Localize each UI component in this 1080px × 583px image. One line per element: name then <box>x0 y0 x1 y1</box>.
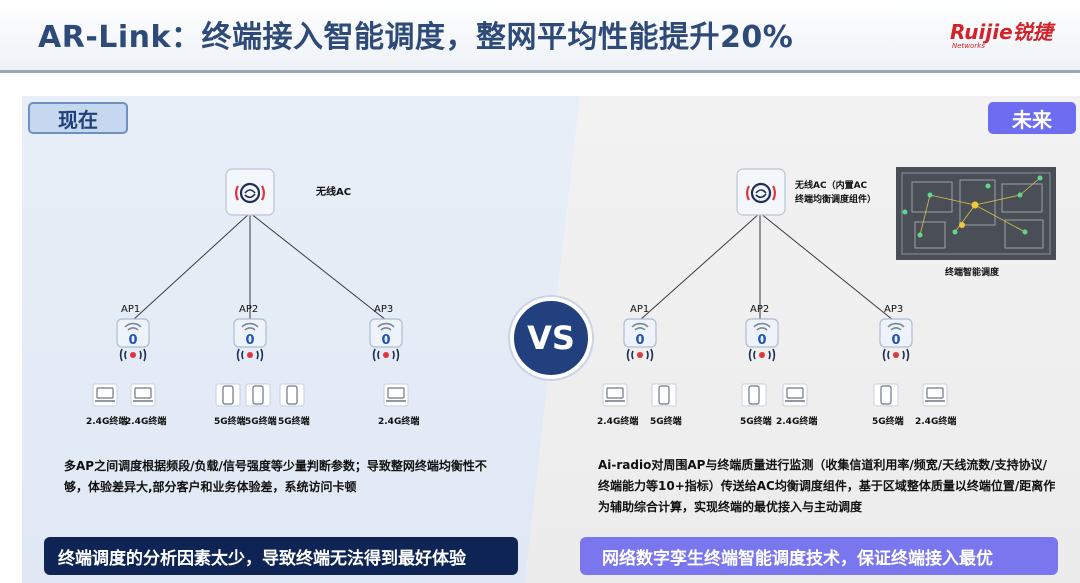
right-ac-label-line2: 终端均衡调度组件） <box>795 195 877 205</box>
right-terminal-2-label: 5G终端 <box>650 417 682 427</box>
right-terminal-5-label: 5G终端 <box>872 417 904 427</box>
right-terminal-1-laptop-icon <box>602 383 628 407</box>
left-description: 多AP之间调度根据频段/负载/信号强度等少量判断参数；导致整网终端均衡性不够，体… <box>64 459 487 494</box>
left-terminal-1-laptop-icon <box>92 383 118 407</box>
right-terminal-2-phone-icon <box>651 383 677 407</box>
floor-map-caption: 终端智能调度 <box>945 268 1000 278</box>
tag-future: 未来 <box>988 102 1076 134</box>
left-ac-label: 无线AC <box>316 187 352 198</box>
right-terminal-5-phone-icon <box>873 383 899 407</box>
left-terminal-6-label: 2.4G终端 <box>378 417 420 427</box>
left-ap1-icon <box>116 318 150 362</box>
logo-text: Ruijie锐捷 <box>950 20 1053 44</box>
left-panel <box>22 96 580 583</box>
right-ap1-label: AP1 <box>630 304 650 315</box>
left-terminal-5-label: 5G终端 <box>278 417 310 427</box>
left-terminal-4-label: 5G终端 <box>245 417 277 427</box>
left-topology-lines <box>132 212 387 321</box>
right-topology-lines <box>639 212 894 321</box>
vs-badge: VS <box>510 297 592 379</box>
right-terminal-3-phone-icon <box>741 383 767 407</box>
left-terminal-4-phone-icon <box>245 383 271 407</box>
left-ap1-label: AP1 <box>121 304 141 315</box>
left-ac-icon <box>224 168 276 216</box>
left-ap2-icon <box>233 318 267 362</box>
right-ac-label: 无线AC（内置AC <box>795 181 868 191</box>
right-ap3-label: AP3 <box>884 304 904 315</box>
left-terminal-1-label: 2.4G终端 <box>86 417 128 427</box>
left-terminal-2-laptop-icon <box>130 383 156 407</box>
right-terminal-6-label: 2.4G终端 <box>915 417 957 427</box>
right-terminal-3-label: 5G终端 <box>740 417 772 427</box>
right-terminal-6-laptop-icon <box>922 383 948 407</box>
left-terminal-6-laptop-icon <box>383 383 409 407</box>
right-ac-icon <box>735 168 787 216</box>
left-terminal-2-label: 2.4G终端 <box>125 417 167 427</box>
right-terminal-1-label: 2.4G终端 <box>597 417 639 427</box>
left-terminal-3-label: 5G终端 <box>214 417 246 427</box>
logo-subtext: Networks <box>952 42 985 50</box>
right-ap3-icon <box>879 318 913 362</box>
left-terminal-5-phone-icon <box>279 383 305 407</box>
header <box>0 0 1080 70</box>
right-ap1-icon <box>623 318 657 362</box>
right-terminal-4-laptop-icon <box>782 383 808 407</box>
left-terminal-3-phone-icon <box>215 383 241 407</box>
ruijie-logo: Ruijie锐捷 Networks <box>950 22 1076 52</box>
page-title: AR-Link：终端接入智能调度，整网平均性能提升20% <box>38 20 794 55</box>
right-description: Ai-radio对周围AP与终端质量进行监测（收集信道利用率/频宽/天线流数/支… <box>598 458 1056 514</box>
left-ap3-label: AP3 <box>374 304 394 315</box>
right-ap2-icon <box>745 318 779 362</box>
left-ap3-icon <box>369 318 403 362</box>
right-conclusion-bar: 网络数字孪生终端智能调度技术，保证终端接入最优 <box>580 537 1058 575</box>
right-terminal-4-label: 2.4G终端 <box>776 417 818 427</box>
floor-map-image <box>896 167 1056 260</box>
right-ap2-label: AP2 <box>750 304 770 315</box>
left-ap2-label: AP2 <box>239 304 259 315</box>
tag-now: 现在 <box>28 102 128 134</box>
header-divider <box>0 70 1080 73</box>
left-conclusion-bar: 终端调度的分析因素太少，导致终端无法得到最好体验 <box>44 537 518 575</box>
